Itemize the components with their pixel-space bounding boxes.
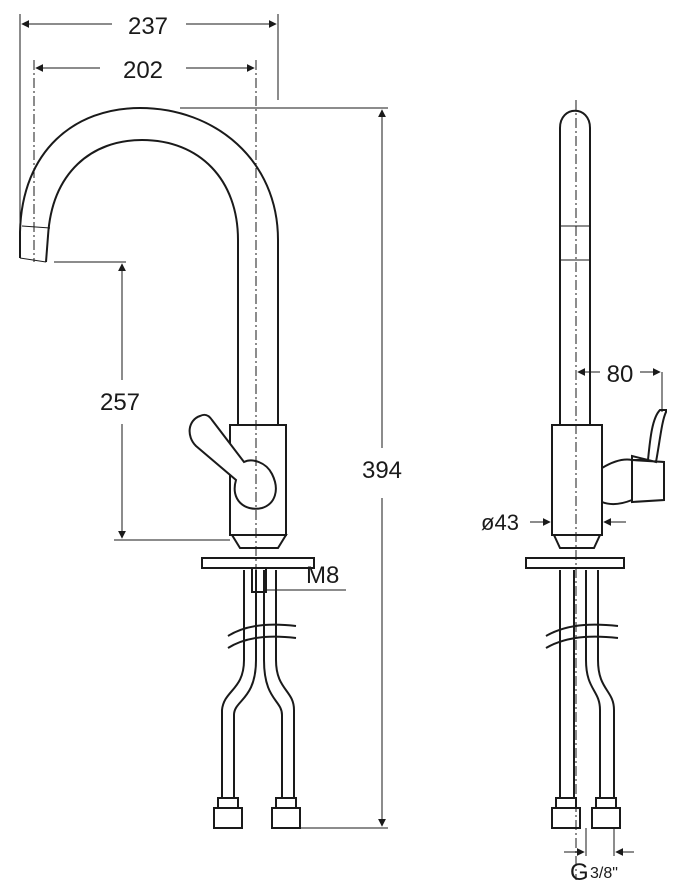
side-base-plate bbox=[525, 557, 625, 569]
spout-tip bbox=[19, 257, 47, 263]
front-hose-left bbox=[221, 570, 245, 800]
front-lever bbox=[188, 413, 277, 510]
dim-394-label: 394 bbox=[362, 457, 402, 484]
spout-tip-band bbox=[21, 225, 51, 229]
dim-43-label: ø43 bbox=[481, 510, 519, 535]
front-hose-right bbox=[263, 570, 283, 800]
front-view bbox=[19, 60, 315, 829]
front-spout bbox=[19, 106, 279, 425]
dim-m8-label: M8 bbox=[306, 562, 339, 589]
front-nut-right-neck bbox=[275, 797, 297, 809]
front-collar bbox=[230, 534, 288, 549]
side-lever-handle bbox=[631, 409, 667, 504]
front-dimensions: 237 202 257 394 M8 bbox=[19, 13, 402, 829]
side-nut-left-neck bbox=[555, 797, 577, 809]
dim-g-label: G bbox=[570, 859, 589, 886]
side-cut-mark-top bbox=[545, 623, 619, 637]
side-cut-mark-bottom bbox=[545, 635, 619, 649]
side-lever bbox=[601, 458, 633, 506]
front-nut-left-neck bbox=[217, 797, 239, 809]
front-hose-right-outer bbox=[275, 570, 295, 800]
front-spout-inner bbox=[45, 138, 239, 425]
side-nut-right bbox=[591, 807, 621, 829]
dim-80-label: 80 bbox=[607, 361, 634, 388]
side-collar bbox=[552, 534, 602, 549]
side-dimensions: 80 ø43 G 3/8" bbox=[481, 361, 663, 886]
front-nut-left bbox=[213, 807, 243, 829]
side-nut-right-neck bbox=[595, 797, 617, 809]
front-nut-right bbox=[271, 807, 301, 829]
dim-237-label: 237 bbox=[128, 13, 168, 40]
side-hose-right bbox=[585, 570, 601, 800]
dim-257-label: 257 bbox=[100, 389, 140, 416]
side-body bbox=[551, 424, 603, 536]
dim-g-fraction: 3/8" bbox=[590, 865, 618, 882]
front-base-plate bbox=[201, 557, 315, 569]
dim-202-label: 202 bbox=[123, 57, 163, 84]
side-hose-right-outer bbox=[597, 570, 615, 800]
side-spout bbox=[559, 109, 591, 425]
front-cut-mark-bottom bbox=[227, 635, 297, 649]
side-view bbox=[525, 100, 667, 880]
front-hose-left-outer bbox=[233, 570, 257, 800]
front-cut-mark-top bbox=[227, 623, 297, 637]
